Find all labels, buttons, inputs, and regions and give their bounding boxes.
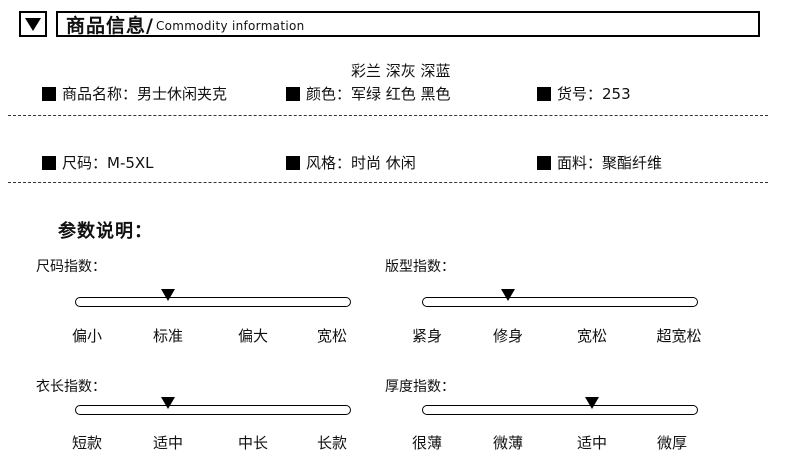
scale-tick-label: 短款 [71,434,103,452]
scale-label: 衣长指数： [36,379,106,395]
info-size: 尺码：M-5XL [42,152,154,173]
scale-tick-label: 标准 [152,327,184,345]
info-fabric: 面料：聚酯纤维 [537,152,662,173]
info-item-no: 货号：253 [537,83,631,104]
scale-label: 厚度指数： [385,379,455,395]
scale-pointer-icon [501,289,515,301]
scale-track [422,405,698,415]
scale-tick-label: 宽松 [316,327,348,345]
scale-tick-label: 长款 [316,434,348,452]
scale-tick-label: 宽松 [576,327,608,345]
color-values-line2: 军绿 红色 黑色 [351,85,451,103]
scale-tick-label: 超宽松 [656,327,702,345]
info-style: 风格：时尚 休闲 [286,152,416,173]
scale-pointer-icon [161,397,175,409]
scale-tick-label: 微薄 [492,434,524,452]
scale-tick-label: 适中 [576,434,608,452]
bullet-square-icon [286,155,300,170]
color-values-line1: 彩兰 深灰 深蓝 [351,62,451,80]
scale-pointer-icon [161,289,175,301]
scale-track [422,297,698,307]
scale-track [75,297,351,307]
item-no-text: 货号：253 [557,85,631,103]
scale-tick-label: 偏小 [71,327,103,345]
scale-track [75,405,351,415]
scale-tick-label: 中长 [237,434,269,452]
info-product-name: 商品名称：男士休闲夹克 [42,83,227,104]
scale-tick-label: 适中 [152,434,184,452]
scale-tick-label: 微厚 [656,434,688,452]
scale-tick-label: 紧身 [411,327,443,345]
color-values: 彩兰 深灰 深蓝 军绿 红色 黑色 [351,62,451,104]
product-name-text: 商品名称：男士休闲夹克 [62,85,228,103]
triangle-down-icon [25,17,41,31]
header-triangle-box [19,11,47,37]
bullet-square-icon [286,86,300,101]
section-header: 商品信息/ Commodity information [56,11,760,37]
info-color: 颜色： 彩兰 深灰 深蓝 军绿 红色 黑色 [286,62,451,104]
style-text: 风格：时尚 休闲 [306,154,416,172]
color-label: 颜色： [306,85,352,103]
header-title-en: Commodity information [155,19,305,33]
bullet-square-icon [537,155,551,170]
size-text: 尺码：M-5XL [62,154,154,172]
params-title: 参数说明： [58,221,153,242]
bullet-square-icon [42,155,56,170]
scale-tick-label: 修身 [492,327,524,345]
bullet-square-icon [42,86,56,101]
fabric-text: 面料：聚酯纤维 [557,154,663,172]
header-title-cn: 商品信息/ [66,14,154,37]
bullet-square-icon [537,86,551,101]
divider [8,115,768,116]
scale-pointer-icon [585,397,599,409]
scale-tick-label: 很薄 [411,434,443,452]
scale-label: 版型指数： [385,259,455,275]
scale-label: 尺码指数： [36,259,106,275]
divider [8,182,768,183]
scale-tick-label: 偏大 [237,327,269,345]
